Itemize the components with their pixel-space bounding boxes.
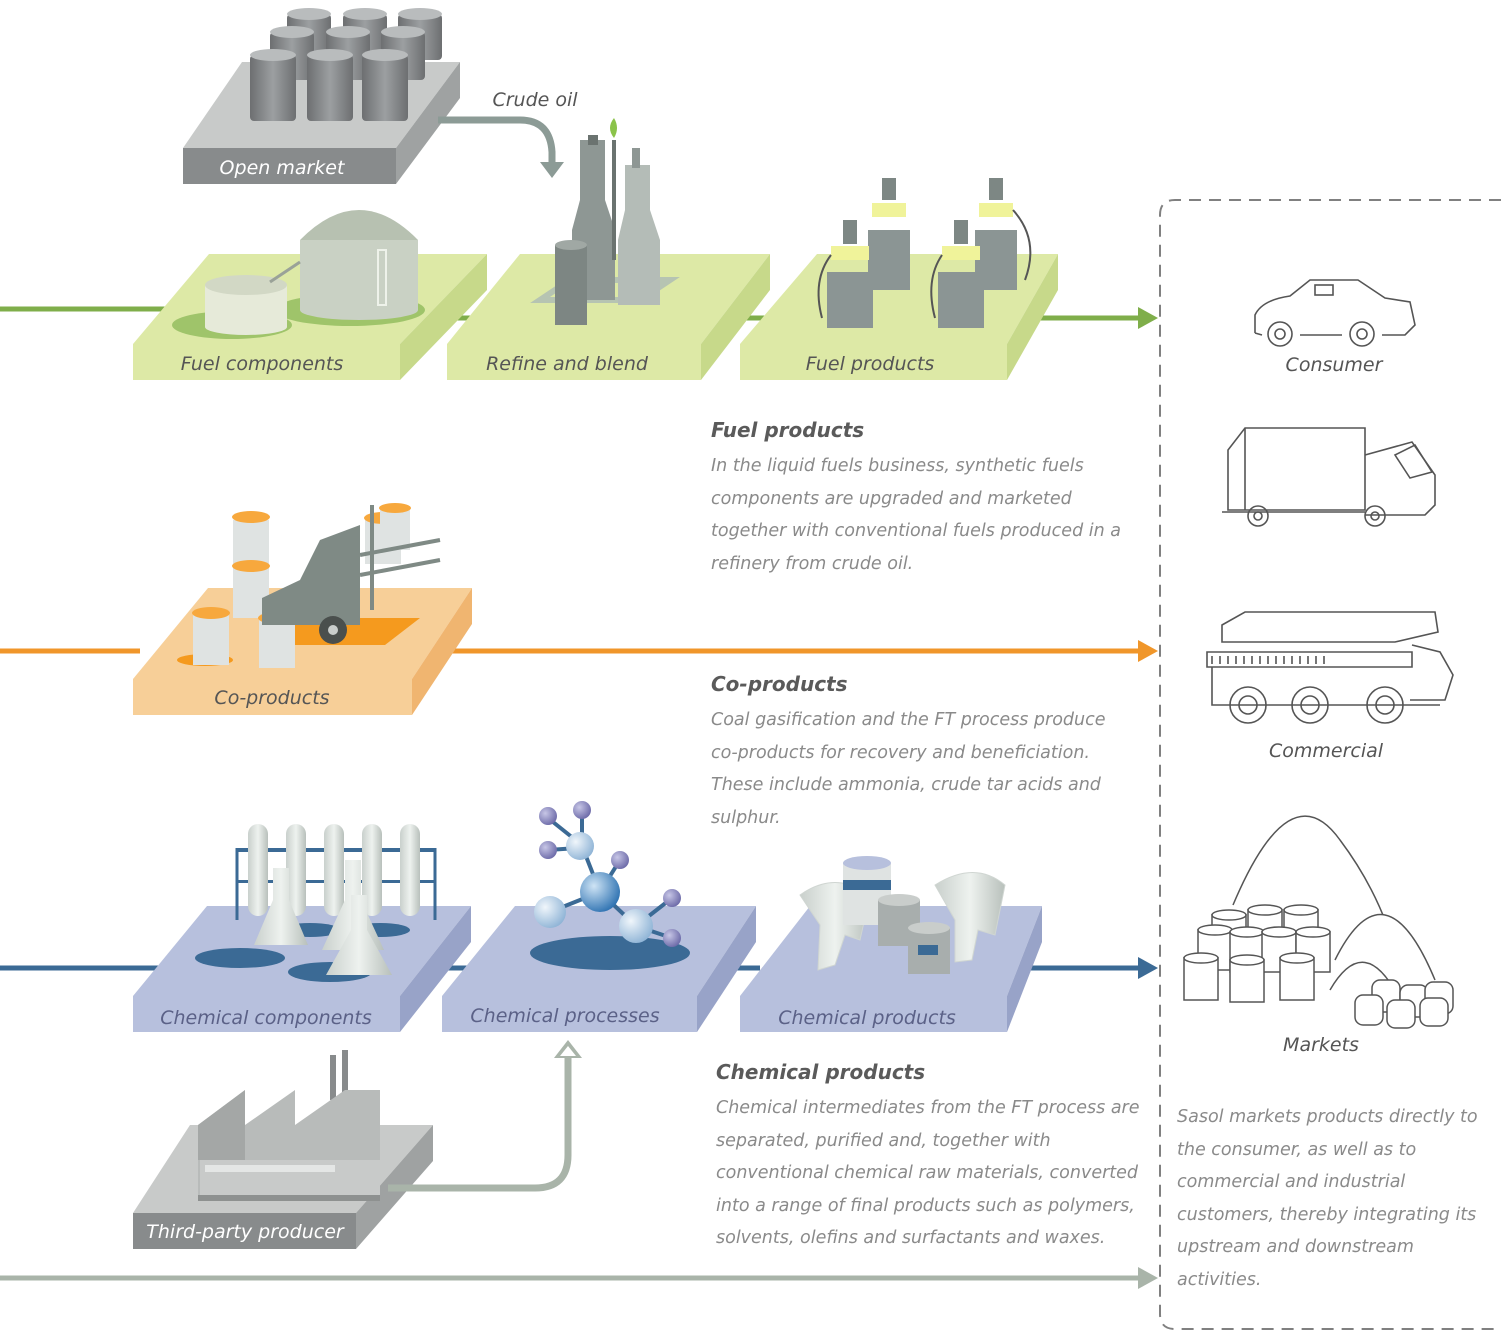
co-products-description-text: Coal gasification and the FT process pro… — [711, 710, 1106, 828]
co-products-description: Co-products Coal gasification and the FT… — [711, 670, 1131, 834]
crude-oil-label: Crude oil — [492, 89, 578, 111]
chemical-products-description-text: Chemical intermediates from the FT proce… — [716, 1098, 1140, 1248]
platform-label-refine-and-blend: Refine and blend — [486, 353, 649, 375]
car-icon — [1254, 279, 1416, 347]
fuel-pumps — [817, 178, 1032, 328]
market-label-commercial: Commercial — [1269, 740, 1384, 762]
truck-icon — [1222, 427, 1436, 527]
oil-barrels — [250, 8, 442, 121]
co-arrow-head — [1138, 640, 1158, 662]
chairs-and-paint-tins — [799, 856, 1006, 974]
chem-arrow-head — [1138, 957, 1158, 979]
fuel-products-description-title: Fuel products — [711, 418, 865, 442]
platform-open-market: Open market — [183, 8, 460, 184]
platform-co-products: Co-products — [133, 503, 472, 715]
platform-label-chemical-processes: Chemical processes — [470, 1005, 659, 1027]
platform-label-open-market: Open market — [220, 157, 346, 179]
co-flow-line — [0, 640, 1158, 662]
fuel-products-description: Fuel products In the liquid fuels busine… — [711, 416, 1131, 580]
chemical-products-description-title: Chemical products — [716, 1060, 926, 1084]
platform-label-co-products: Co-products — [214, 687, 329, 709]
markets-icon — [1183, 815, 1454, 1029]
fuel-products-description-text: In the liquid fuels business, synthetic … — [711, 456, 1121, 574]
platform-refine-and-blend: Refine and blend — [447, 118, 770, 380]
test-tubes-and-flasks — [235, 824, 437, 975]
platform-label-chemical-components: Chemical components — [160, 1007, 372, 1029]
platform-third-party-producer: Third-party producer — [133, 1050, 433, 1249]
third-party-flow-line — [0, 1267, 1158, 1289]
market-label-markets: Markets — [1283, 1034, 1359, 1056]
third-party-arrow — [388, 1040, 582, 1192]
markets-dashed-box — [1159, 199, 1501, 1330]
forklift-and-drums — [192, 503, 441, 668]
market-gas-cylinders — [1354, 979, 1454, 1029]
market-drums — [1183, 904, 1331, 1003]
market-label-consumer: Consumer — [1286, 354, 1384, 376]
platform-fuel-components: Fuel components — [133, 210, 487, 380]
mining-truck-icon — [1206, 611, 1454, 724]
platform-chemical-products: Chemical products — [740, 856, 1042, 1032]
platform-label-fuel-components: Fuel components — [181, 353, 344, 375]
fuel-arrow-head — [1138, 307, 1158, 329]
platform-label-chemical-products: Chemical products — [778, 1007, 956, 1029]
platform-label-third-party-producer: Third-party producer — [146, 1221, 345, 1243]
crude-oil-arrow — [438, 116, 564, 178]
markets-description: Sasol markets products directly to the c… — [1177, 1107, 1478, 1290]
platform-chemical-processes: Chemical processes — [442, 801, 756, 1032]
factory-building — [198, 1050, 380, 1201]
storage-tanks — [205, 210, 418, 335]
chemical-products-description: Chemical products Chemical intermediates… — [716, 1058, 1146, 1255]
co-products-description-title: Co-products — [711, 672, 848, 696]
molecule-model — [534, 801, 681, 947]
platform-label-fuel-products: Fuel products — [806, 353, 935, 375]
platform-fuel-products: Fuel products — [740, 178, 1058, 380]
refinery-towers — [530, 118, 680, 325]
third-party-arrow-head — [1138, 1267, 1158, 1289]
platform-chemical-components: Chemical components — [133, 824, 471, 1032]
